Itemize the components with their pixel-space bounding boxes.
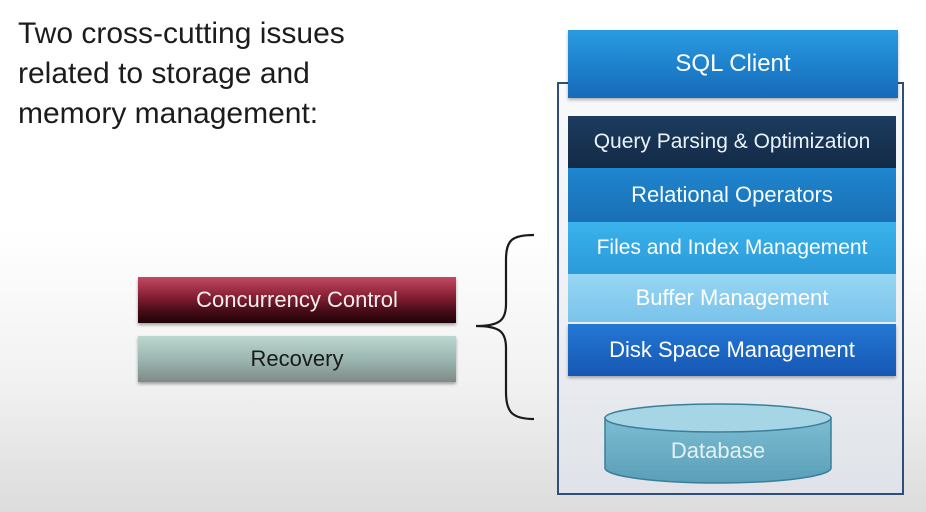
query-parsing-label: Query Parsing & Optimization bbox=[593, 130, 871, 153]
buffer-management-label: Buffer Management bbox=[635, 285, 829, 310]
database-icon bbox=[604, 403, 832, 484]
heading-line-3: memory management: bbox=[18, 97, 319, 130]
sql-client-box: SQL Client bbox=[568, 30, 898, 98]
relational-operators-label: Relational Operators bbox=[631, 182, 833, 207]
query-parsing-layer: Query Parsing & Optimization bbox=[568, 116, 896, 168]
slide-heading: Two cross-cutting issues related to stor… bbox=[18, 14, 438, 134]
curly-brace-icon bbox=[475, 233, 535, 421]
recovery-box: Recovery bbox=[138, 336, 456, 382]
heading-line-2: related to storage and bbox=[18, 57, 310, 90]
recovery-label: Recovery bbox=[250, 346, 344, 371]
disk-space-layer: Disk Space Management bbox=[568, 324, 896, 376]
buffer-management-layer: Buffer Management bbox=[568, 274, 896, 322]
disk-space-label: Disk Space Management bbox=[609, 337, 855, 362]
files-index-label: Files and Index Management bbox=[596, 236, 868, 259]
files-index-layer: Files and Index Management bbox=[568, 222, 896, 274]
sql-client-label: SQL Client bbox=[675, 50, 791, 77]
database: Database bbox=[603, 402, 833, 486]
database-label: Database bbox=[670, 438, 766, 463]
concurrency-control-box: Concurrency Control bbox=[138, 277, 456, 323]
relational-operators-layer: Relational Operators bbox=[568, 168, 896, 222]
concurrency-control-label: Concurrency Control bbox=[196, 287, 398, 312]
heading-line-1: Two cross-cutting issues bbox=[18, 17, 345, 50]
